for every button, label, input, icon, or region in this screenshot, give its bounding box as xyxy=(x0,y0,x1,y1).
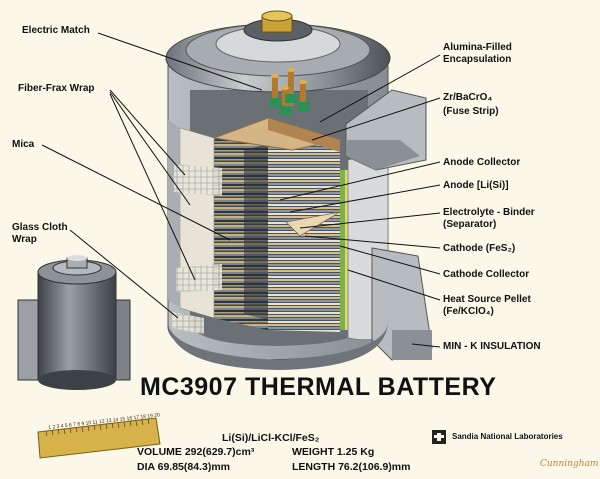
label-separator: (Separator) xyxy=(443,219,497,230)
label-electric-match: Electric Match xyxy=(22,25,90,36)
label-alumina: Alumina-Filled xyxy=(443,42,512,53)
diagram-title: MC3907 THERMAL BATTERY xyxy=(140,373,497,401)
label-glass-cloth: Glass Cloth xyxy=(12,222,68,233)
label-anode: Anode [Li(Si)] xyxy=(443,180,509,191)
label-anode-collector: Anode Collector xyxy=(443,157,521,168)
spec-length: LENGTH 76.2(106.9)mm xyxy=(292,461,411,473)
spec-chemistry: Li(Si)/LiCl-KCl/FeS₂ xyxy=(222,432,320,444)
spec-diameter: DIA 69.85(84.3)mm xyxy=(137,461,230,473)
spec-volume: VOLUME 292(629.7)cm³ xyxy=(137,446,255,458)
label-electrolyte-binder: Electrolyte - Binder xyxy=(443,207,535,218)
label-min-k-insulation: MIN - K INSULATION xyxy=(443,341,541,352)
label-fiber-frax-wrap: Fiber-Frax Wrap xyxy=(18,83,95,94)
label-heat-source-pellet: Heat Source Pellet xyxy=(443,294,531,305)
label-fuse-strip: (Fuse Strip) xyxy=(443,106,499,117)
label-encapsulation: Encapsulation xyxy=(443,54,512,65)
label-mica: Mica xyxy=(12,139,35,150)
label-heat-source-composition: (Fe/KClO₄) xyxy=(443,306,494,317)
label-glass-cloth-wrap: Wrap xyxy=(12,234,37,245)
sandia-logo-text: Sandia National Laboratories xyxy=(452,432,563,441)
label-cathode: Cathode (FeS₂) xyxy=(443,243,516,254)
spec-weight: WEIGHT 1.25 Kg xyxy=(292,446,375,458)
label-cathode-collector: Cathode Collector xyxy=(443,269,530,280)
artist-signature: Cunningham xyxy=(540,459,599,469)
label-fuse-material: Zr/BaCrO₄ xyxy=(443,92,493,103)
